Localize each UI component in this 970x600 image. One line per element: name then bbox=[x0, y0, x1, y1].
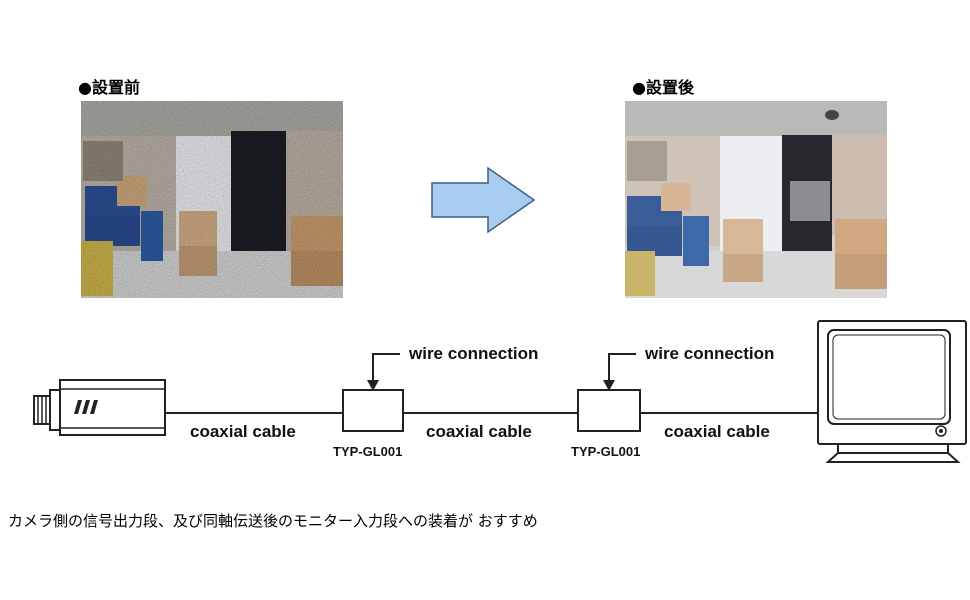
camera-icon bbox=[33, 379, 166, 436]
before-label: ●設置前 bbox=[78, 78, 140, 97]
recommendation-text: カメラ側の信号出力段、及び同軸伝送後のモニター入力段への装着が おすすめ bbox=[8, 512, 538, 530]
coaxial-cable-label-2: coaxial cable bbox=[426, 422, 532, 441]
after-photo bbox=[625, 101, 887, 298]
typ-gl001-device-2 bbox=[577, 389, 641, 432]
device-label-1: TYP-GL001 bbox=[333, 444, 403, 459]
coaxial-cable-label-3: coaxial cable bbox=[664, 422, 770, 441]
coaxial-cable-label-1: coaxial cable bbox=[190, 422, 296, 441]
monitor-icon bbox=[817, 320, 967, 463]
connection-diagram bbox=[0, 318, 970, 482]
before-photo bbox=[81, 101, 343, 298]
typ-gl001-device-1 bbox=[342, 389, 404, 432]
after-label: ●設置後 bbox=[632, 78, 694, 97]
wire-connection-label-2: wire connection bbox=[645, 344, 775, 363]
wire-connection-label-1: wire connection bbox=[409, 344, 539, 363]
device-label-2: TYP-GL001 bbox=[571, 444, 641, 459]
arrow-right-icon bbox=[430, 166, 540, 238]
